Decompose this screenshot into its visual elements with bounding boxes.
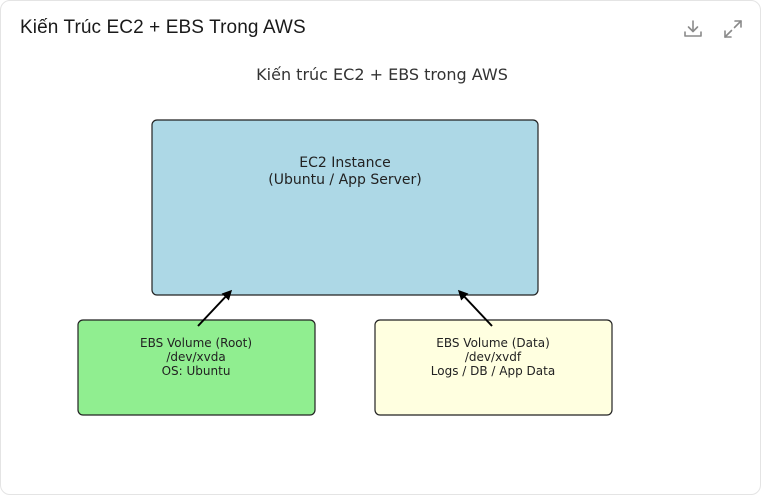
- card-title: Kiến Trúc EC2 + EBS Trong AWS: [20, 17, 306, 38]
- ebs-root-label: EBS Volume (Root): [140, 336, 252, 350]
- arrow-root-to-ec2: [197, 289, 233, 327]
- ebs-data-box: [374, 319, 613, 416]
- ec2-instance-label: EC2 Instance: [299, 155, 391, 171]
- ebs-data-device: /dev/xvdf: [465, 350, 522, 364]
- ebs-root-os: OS: Ubuntu: [162, 364, 231, 378]
- ebs-data-usage: Logs / DB / App Data: [431, 364, 555, 378]
- expand-icon[interactable]: [722, 18, 744, 40]
- ec2-instance-node: EC2 Instance (Ubuntu / App Server): [151, 119, 539, 296]
- ec2-instance-sublabel: (Ubuntu / App Server): [268, 172, 422, 188]
- ebs-root-device: /dev/xvda: [166, 350, 225, 364]
- download-icon[interactable]: [682, 18, 704, 40]
- ec2-instance-box: [151, 119, 539, 296]
- ebs-data-node: EBS Volume (Data) /dev/xvdf Logs / DB / …: [374, 319, 613, 416]
- ebs-root-node: EBS Volume (Root) /dev/xvda OS: Ubuntu: [77, 319, 316, 416]
- ebs-root-box: [77, 319, 316, 416]
- arrow-data-to-ec2: [457, 289, 493, 327]
- diagram-title: Kiến trúc EC2 + EBS trong AWS: [256, 65, 508, 84]
- ebs-data-label: EBS Volume (Data): [436, 336, 550, 350]
